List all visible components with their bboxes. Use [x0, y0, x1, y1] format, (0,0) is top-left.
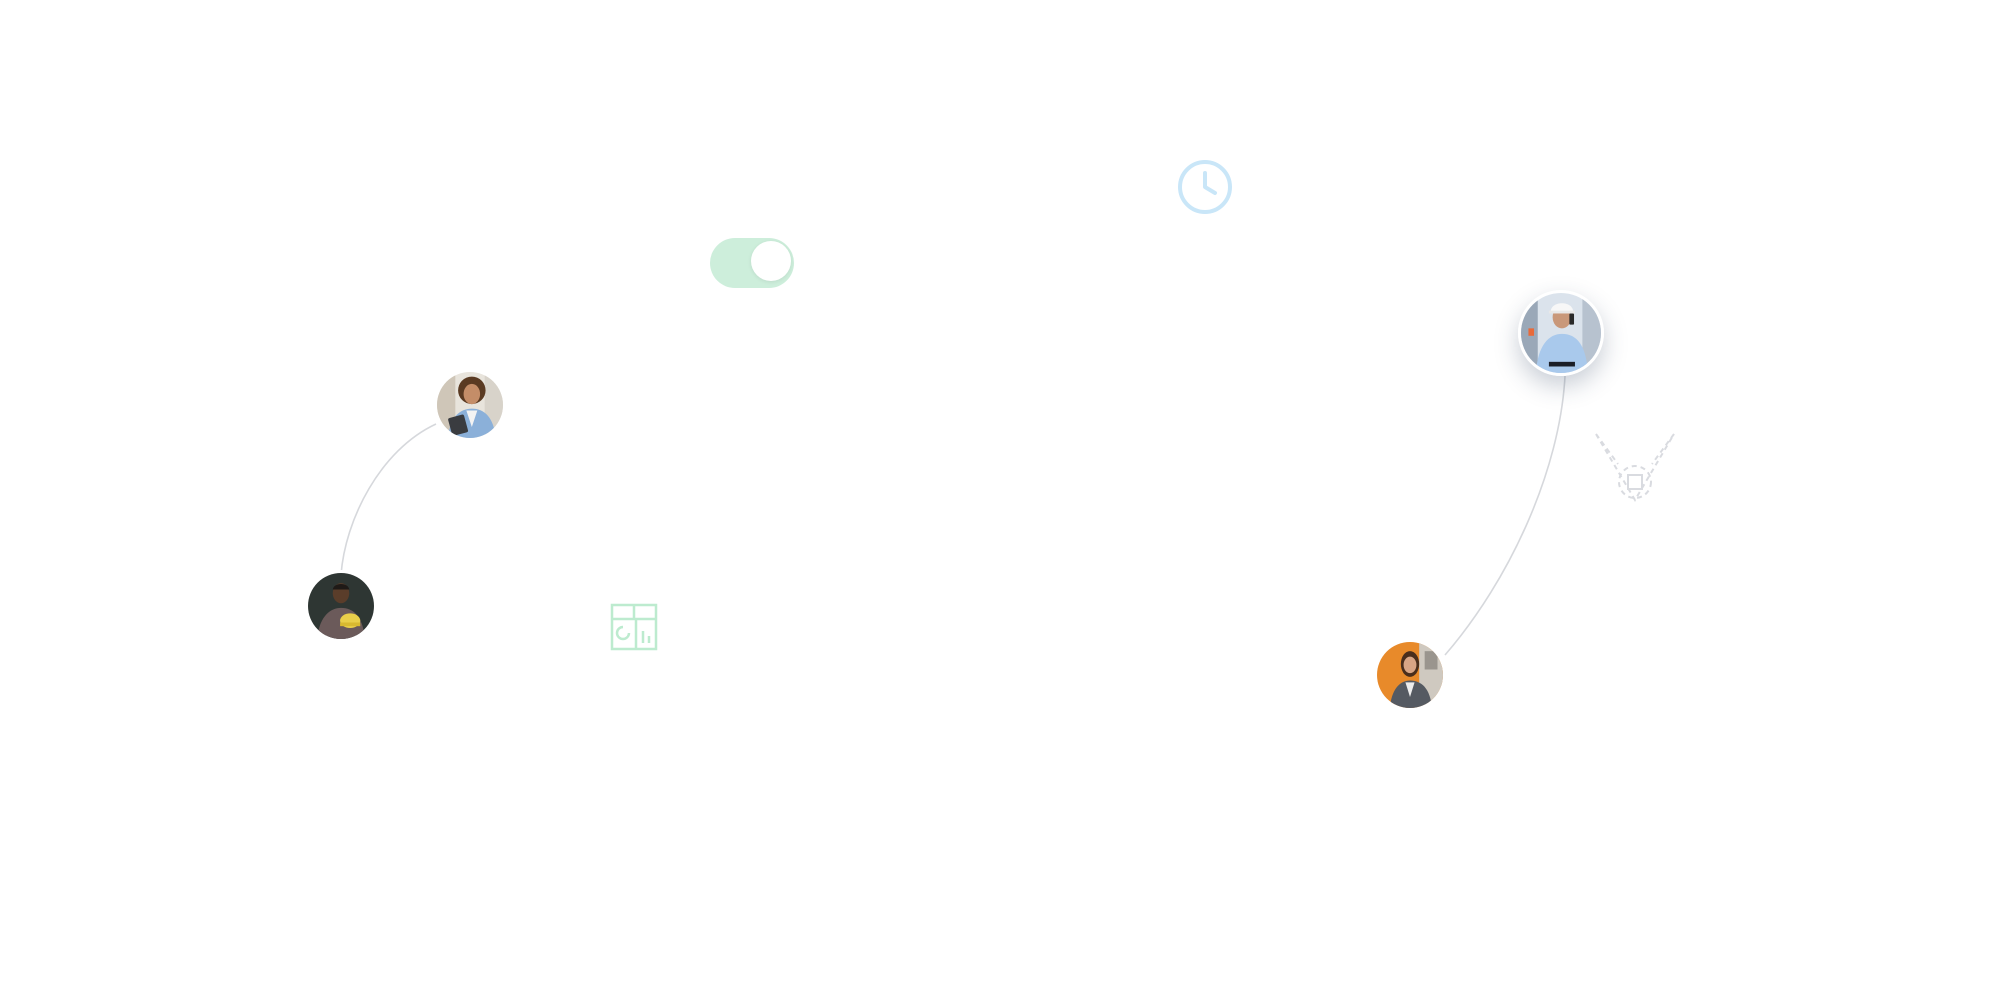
avatar-woman-orange[interactable]: [1374, 639, 1446, 711]
clock-icon: [1178, 160, 1232, 214]
connector-right: [1444, 375, 1566, 656]
person-photo: [1521, 293, 1601, 373]
person-photo: [1377, 642, 1443, 708]
pen-tool-icon: [1595, 433, 1675, 502]
toggle-knob: [751, 241, 791, 281]
dashboard-icon: [610, 603, 658, 651]
avatar-man-hardhat[interactable]: [305, 570, 377, 642]
person-photo: [437, 372, 503, 438]
avatar-engineer-phone[interactable]: [1518, 290, 1604, 376]
connector-left: [340, 423, 437, 576]
avatar-woman-clipboard[interactable]: [434, 369, 506, 441]
toggle-switch[interactable]: [710, 238, 794, 288]
person-photo: [308, 573, 374, 639]
